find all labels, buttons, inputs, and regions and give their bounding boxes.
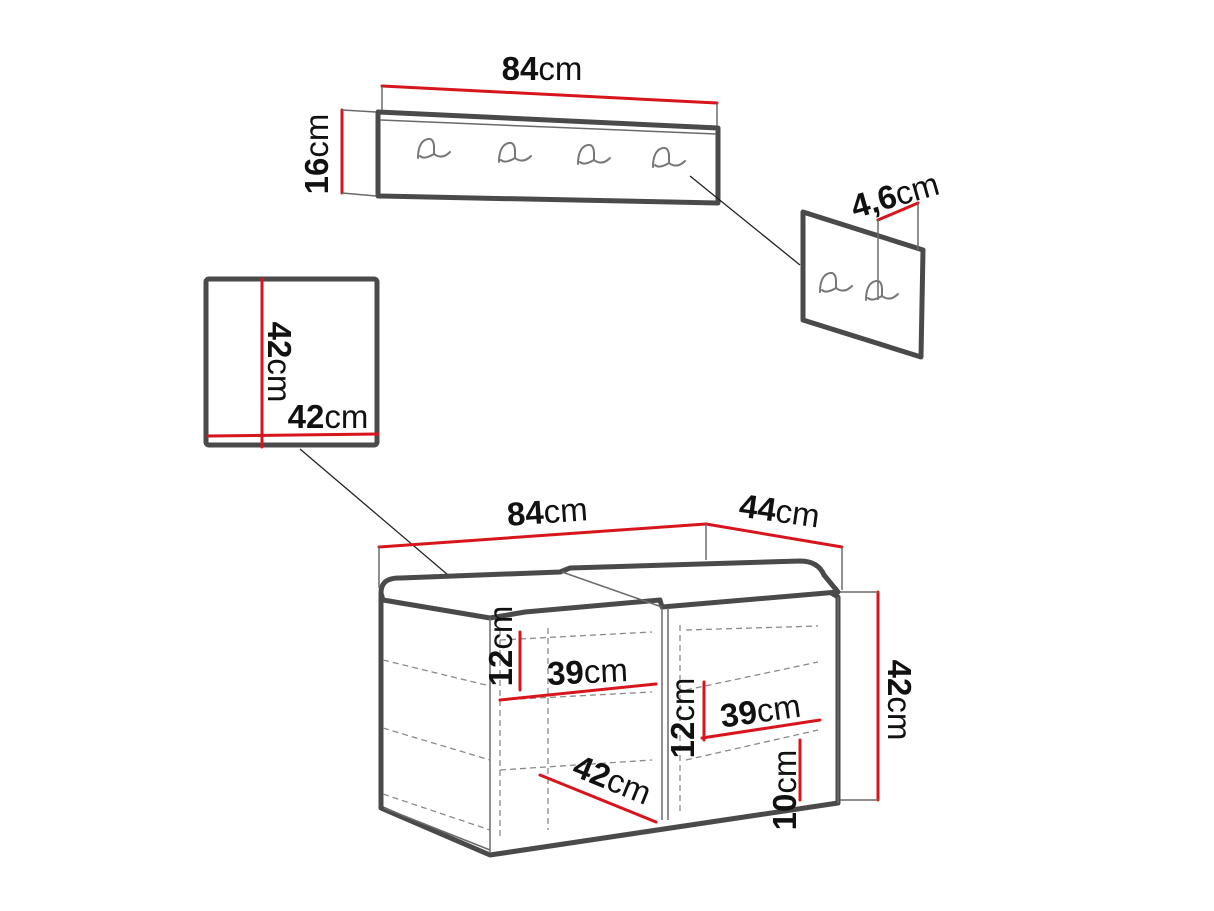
bottom-gap-label: 10cm xyxy=(766,750,803,831)
bench-width-label: 84cm xyxy=(506,490,589,533)
rack-depth-line xyxy=(876,201,920,222)
left-shelf-depth-line xyxy=(498,682,658,702)
right-shelf-gap-label: 12cm xyxy=(664,678,701,759)
cushion-height-label: 42cm xyxy=(261,322,298,403)
bench-depth-line xyxy=(704,522,844,549)
bench-width-line xyxy=(377,522,708,549)
cushion-width-label: 42cm xyxy=(288,398,369,435)
rack-width-label: 84cm xyxy=(502,50,583,87)
right-shelf-depth-line xyxy=(700,718,822,740)
right-shelf-depth-label: 39cm xyxy=(718,687,803,735)
bench: 84cm 44cm 42cm 12cm 39cm 12cm 39cm 42cm … xyxy=(377,487,918,858)
rack-width-line xyxy=(380,84,719,105)
coat-hook-icon xyxy=(417,137,451,159)
left-shelf-depth-label: 39cm xyxy=(546,651,629,692)
rack-height-label: 16cm xyxy=(298,114,335,195)
coat-hook-icon xyxy=(498,141,532,163)
coat-rack-panel xyxy=(375,109,721,206)
rack-depth-label: 4,6cm xyxy=(847,165,944,225)
coat-hook-icon xyxy=(819,271,853,293)
cushion-width-line xyxy=(206,432,380,438)
cushion-square xyxy=(203,276,380,448)
cushion: 42cm 42cm xyxy=(203,276,469,593)
left-shelf-gap-label: 12cm xyxy=(482,606,519,687)
coat-hook-icon xyxy=(652,146,686,168)
bench-height-label: 42cm xyxy=(881,660,918,741)
coat-rack: 84cm 16cm xyxy=(298,50,801,266)
bench-depth-label: 44cm xyxy=(737,487,822,535)
rack-detail: 4,6cm xyxy=(800,165,944,360)
rack-detail-panel xyxy=(800,209,926,360)
bottom-shelf-width-line xyxy=(538,773,658,824)
coat-hook-icon xyxy=(577,143,611,165)
coat-hook-icon xyxy=(865,279,899,301)
